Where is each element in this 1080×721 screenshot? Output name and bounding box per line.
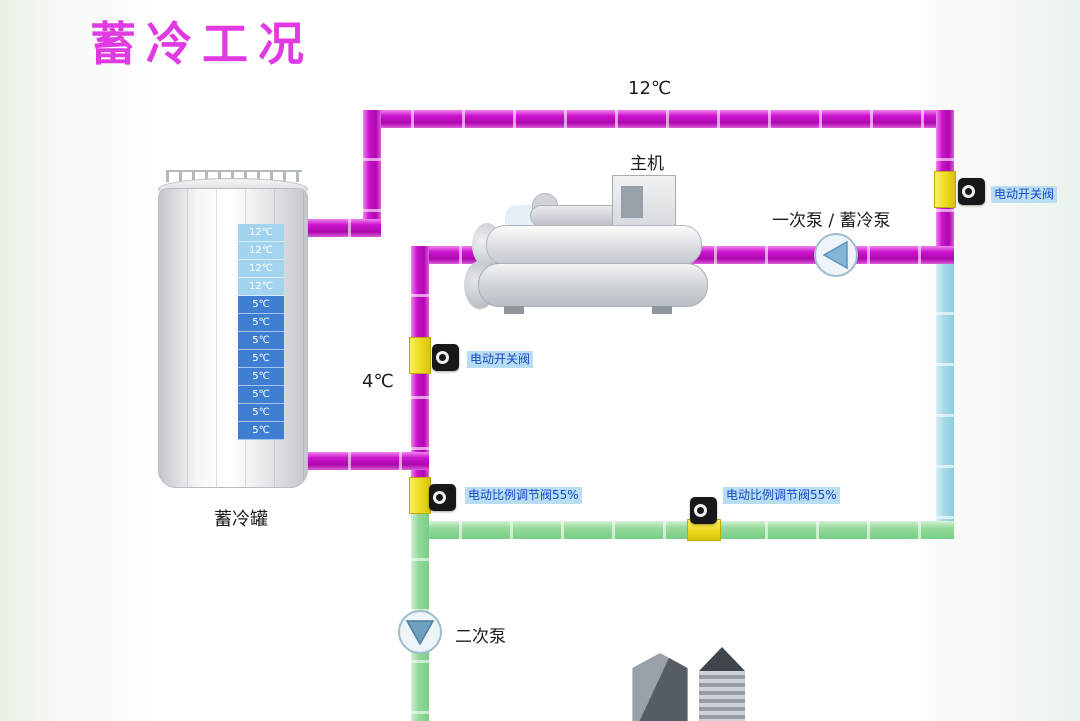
bottom-equipment-wedge (632, 653, 688, 721)
tank-temp-reading: 5℃ (238, 422, 284, 440)
tank-temp-reading: 12℃ (238, 242, 284, 260)
valve-tag-switch-left: 电动开关阀 (467, 351, 534, 368)
pipe-tank-top-branch (300, 219, 381, 237)
valve-body (409, 477, 431, 514)
bottom-equipment-ribbed-unit (698, 647, 746, 721)
return-temperature-label: 4℃ (362, 371, 394, 392)
pipe-secondary-header (411, 521, 954, 539)
primary-pump-icon (814, 233, 858, 277)
tank-body (158, 188, 308, 488)
tank-temp-reading: 5℃ (238, 332, 284, 350)
pipe-return-riser (936, 264, 954, 521)
valve-actuator[interactable] (958, 178, 985, 205)
valve-actuator[interactable] (432, 344, 459, 371)
chiller-foot (504, 306, 524, 314)
tank-temp-reading: 5℃ (238, 350, 284, 368)
tank-temp-reading: 5℃ (238, 296, 284, 314)
chiller-top-pipe (530, 205, 622, 227)
pipe-tank-bottom-branch (300, 452, 429, 470)
actuator-ring-icon (694, 504, 707, 517)
actuator-ring-icon (433, 491, 446, 504)
tank-temp-reading: 5℃ (238, 386, 284, 404)
primary-pump-label: 一次泵 / 蓄冷泵 (772, 211, 891, 231)
valve-tag-switch-right: 电动开关阀 (991, 186, 1058, 203)
chiller-foot (652, 306, 672, 314)
secondary-pump-label: 二次泵 (455, 627, 506, 647)
supply-temperature-label: 12℃ (628, 78, 672, 99)
valve-tag-proportional-middle: 电动比例调节阀55% (723, 487, 840, 504)
cabinet-panel (621, 186, 643, 218)
valve-tag-proportional-left: 电动比例调节阀55% (465, 487, 582, 504)
valve-body (409, 337, 431, 374)
equipment-ribbed-body (699, 671, 745, 721)
tank-temp-reading: 5℃ (238, 314, 284, 332)
valve-body (934, 171, 956, 208)
actuator-ring-icon (962, 185, 975, 198)
actuator-ring-icon (436, 351, 449, 364)
tank-temp-reading: 12℃ (238, 278, 284, 296)
tank-temp-reading: 5℃ (238, 368, 284, 386)
chiller-label: 主机 (630, 154, 664, 174)
page-title: 蓄冷工况 (90, 17, 314, 71)
tank-temp-reading: 5℃ (238, 404, 284, 422)
tank-temp-reading: 12℃ (238, 224, 284, 242)
pipe-top-supply (363, 110, 954, 128)
secondary-pump[interactable] (397, 609, 443, 659)
tank-label: 蓄冷罐 (214, 509, 268, 530)
equipment-cone-top (699, 647, 745, 671)
secondary-pump-icon (398, 610, 442, 654)
valve-actuator[interactable] (690, 497, 717, 524)
pipe-topleft-riser (363, 110, 381, 237)
chiller-evaporator-shell (486, 225, 702, 265)
tank-temp-reading: 12℃ (238, 260, 284, 278)
chiller-condenser-shell (478, 263, 708, 307)
primary-pump[interactable] (813, 232, 859, 282)
valve-actuator[interactable] (429, 484, 456, 511)
chiller-unit (464, 163, 720, 315)
